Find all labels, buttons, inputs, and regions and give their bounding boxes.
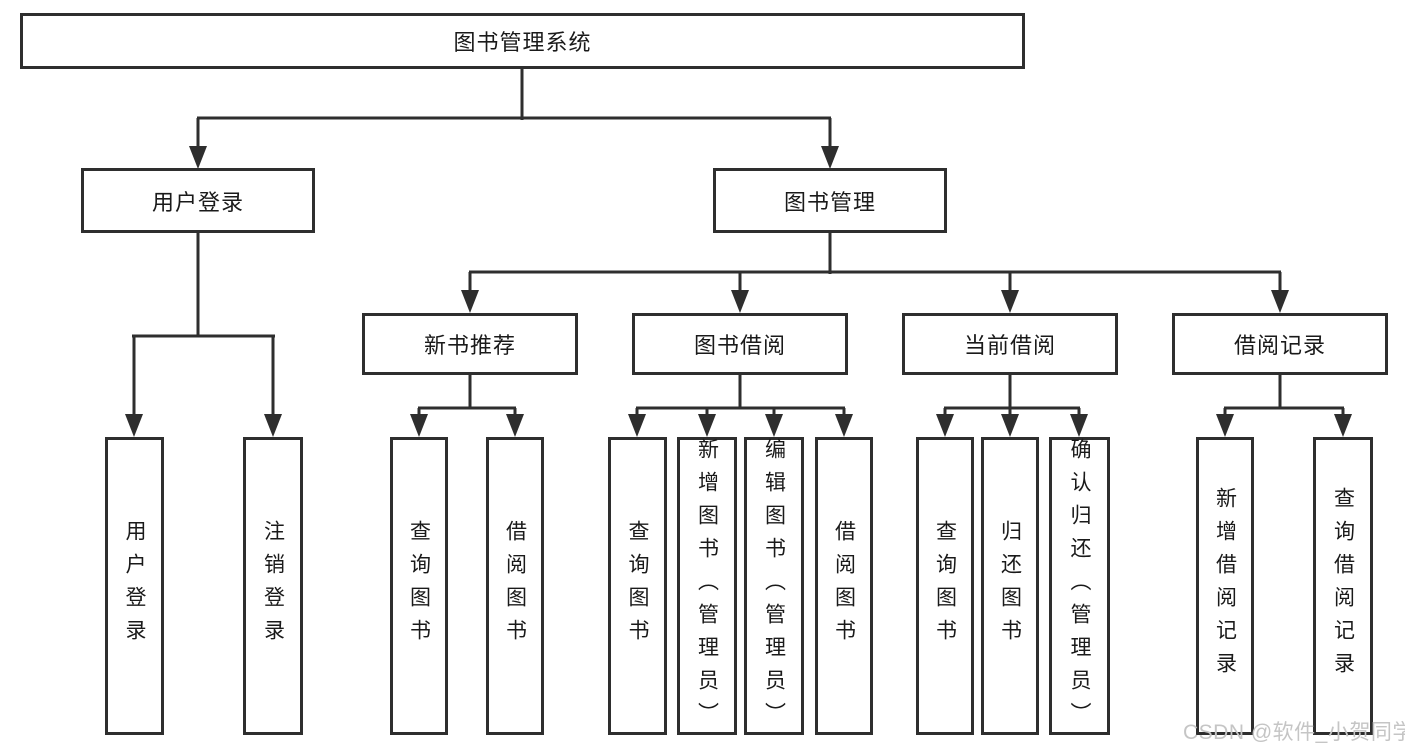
node-label: 确认归还（管理员）: [1068, 437, 1092, 735]
node-current-borrow: 当前借阅: [902, 313, 1118, 375]
node-user-login-action: 用户登录: [105, 437, 164, 735]
node-user-login: 用户登录: [81, 168, 315, 233]
node-query-books-current: 查询图书: [916, 437, 974, 735]
node-edit-book-admin: 编辑图书（管理员）: [744, 437, 804, 735]
node-label: 用户登录: [151, 189, 244, 215]
arrowhead: [821, 146, 839, 169]
node-query-books-recommend: 查询图书: [390, 437, 448, 735]
node-root-label: 图书管理系统: [453, 30, 592, 55]
node-label: 查询图书: [933, 520, 957, 652]
node-label: 图书借阅: [693, 333, 786, 358]
arrowhead: [125, 414, 143, 437]
node-new-book-recommend: 新书推荐: [362, 313, 578, 375]
node-label: 借阅图书: [503, 520, 527, 652]
arrowhead: [264, 414, 282, 437]
node-borrow-books: 借阅图书: [815, 437, 873, 735]
arrowhead: [189, 146, 207, 169]
node-borrow-records: 借阅记录: [1172, 313, 1388, 375]
node-label: 注销登录: [261, 520, 285, 652]
arrowhead: [410, 414, 428, 437]
node-label: 借阅图书: [832, 520, 856, 652]
node-add-book-admin: 新增图书（管理员）: [677, 437, 737, 735]
node-label: 图书管理: [783, 189, 876, 215]
watermark: CSDN @软件_小贺同学: [1183, 721, 1405, 744]
arrowhead: [1334, 414, 1352, 437]
node-label: 用户登录: [123, 520, 147, 652]
node-label: 归还图书: [998, 520, 1022, 652]
arrowhead: [835, 414, 853, 437]
arrowhead: [1070, 414, 1088, 437]
node-book-borrow: 图书借阅: [632, 313, 848, 375]
arrowhead: [1001, 290, 1019, 313]
arrowhead: [506, 414, 524, 437]
node-label: 查询借阅记录: [1331, 487, 1355, 685]
node-label: 新增图书（管理员）: [695, 437, 719, 735]
node-query-borrow-record: 查询借阅记录: [1313, 437, 1373, 735]
arrowhead: [698, 414, 716, 437]
arrowhead: [731, 290, 749, 313]
node-label: 当前借阅: [963, 333, 1056, 358]
node-label: 编辑图书（管理员）: [762, 437, 786, 735]
node-query-books-borrow: 查询图书: [608, 437, 667, 735]
arrowhead: [765, 414, 783, 437]
node-label: 新增借阅记录: [1213, 487, 1237, 685]
node-return-book: 归还图书: [981, 437, 1039, 735]
arrowhead: [461, 290, 479, 313]
node-add-borrow-record: 新增借阅记录: [1196, 437, 1254, 735]
node-borrow-books-recommend: 借阅图书: [486, 437, 544, 735]
arrowhead: [1271, 290, 1289, 313]
node-logout: 注销登录: [243, 437, 303, 735]
node-label: 新书推荐: [423, 333, 516, 358]
arrowhead: [628, 414, 646, 437]
arrowhead: [1216, 414, 1234, 437]
node-root: 图书管理系统: [20, 13, 1025, 69]
node-book-management: 图书管理: [713, 168, 947, 233]
node-label: 查询图书: [407, 520, 431, 652]
node-label: 查询图书: [626, 520, 650, 652]
node-label: 借阅记录: [1233, 333, 1326, 358]
arrowhead: [936, 414, 954, 437]
arrowhead: [1001, 414, 1019, 437]
node-confirm-return-admin: 确认归还（管理员）: [1049, 437, 1110, 735]
